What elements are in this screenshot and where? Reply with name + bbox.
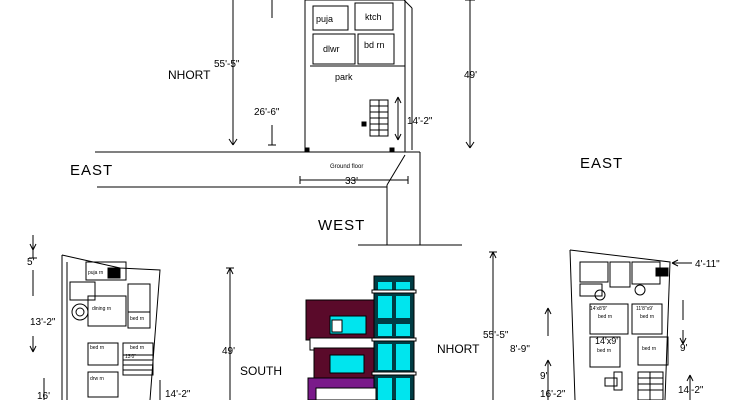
left-room-drawing: drw rn [90,376,104,382]
kitchen-room [354,2,394,31]
right-room-bed-4: bed rn [642,346,656,352]
right-room-bed-2: bed rn [640,314,654,320]
elevation-window-lower [329,354,365,374]
front-elevation [305,275,417,401]
left-dim-bottom: 16' [37,391,50,400]
puja-label: puja [316,14,333,24]
right-dim-d5: 14'-2" [678,385,704,396]
overall-dim-label: 55'-5" [214,59,240,70]
dlwr-room [312,33,356,65]
dining-table [71,303,89,321]
puja-room [312,5,349,31]
west-label: WEST [318,217,365,234]
right-room-bed-1: bed rn [598,314,612,320]
first-floor-plan-left [61,254,161,401]
left-dim-small: 13'0" [125,354,136,360]
right-dim-overall: 55'-5" [483,330,509,341]
east-label-left: EAST [70,162,113,179]
left-room-bed-2: bed rn [130,345,144,351]
bed-room-right-3 [589,336,621,368]
bed-room-right-4 [637,336,669,366]
left-room-bed-1: bed rn [90,345,104,351]
north-label-bottom: NHORT [437,342,480,356]
right-dim-r1: 14'x8'9" [590,306,608,312]
right-dim-d2: 9' [680,343,688,354]
right-dim-r2: 11'8"x9' [636,306,653,312]
left-room-bed-3: bed rn [130,316,144,322]
left-room-puja: puja rn [88,270,104,276]
ground-floor-label: Ground floor [330,164,363,170]
front-dim-label: 26'-6" [254,107,280,118]
south-label: SOUTH [240,364,282,378]
plan-wall-slant [403,0,413,9]
dlwr-label: dlwr [323,44,340,54]
depth-dim-label: 49' [464,70,477,81]
right-room-bed-3: bed rn [597,348,611,354]
first-floor-plan-right [569,249,671,401]
left-dim-top: 5' [27,257,35,268]
bed-label: bd rn [364,40,385,50]
right-dim-side: 4'-11" [695,259,720,270]
width-dim-label: 33' [345,176,358,187]
puja-room-left [85,261,127,281]
kitchen-label: ktch [365,12,382,22]
left-room-dining: dining rn [92,306,111,312]
left-dim-stair: 14'-2" [165,389,191,400]
right-dim-d3: 9' [540,371,548,382]
left-dim-mid: 13'-2" [30,317,56,328]
stair-dim-label: 14'-2" [407,116,433,127]
drawing-room-left [87,371,119,398]
bed-room-left-1 [87,342,119,366]
east-label-right: EAST [580,155,623,172]
right-dim-d4: 16'-2" [540,389,566,400]
elevation-height-label: 49' [222,346,235,357]
bed-room-right-2 [631,303,663,335]
right-room-size: 14'x9' [595,336,618,346]
park-label: park [335,72,353,82]
bed-room [357,33,395,65]
north-label-top: NHORT [168,68,211,82]
right-dim-d1: 8'-9" [510,344,530,355]
bed-room-right-1 [589,303,629,335]
